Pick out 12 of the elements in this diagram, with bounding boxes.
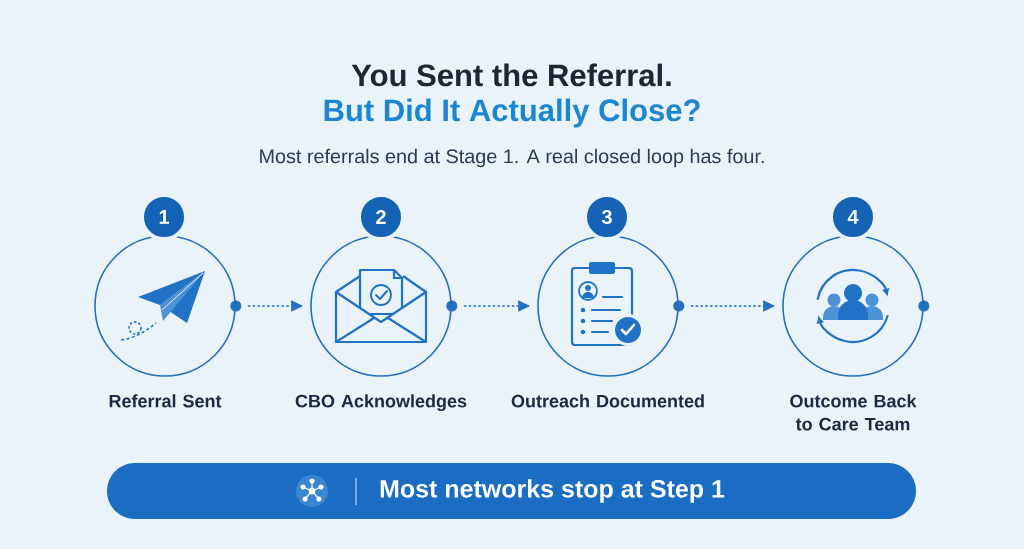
headline: But Did It Actually Close? bbox=[324, 98, 700, 128]
step-circle bbox=[94, 235, 236, 377]
step-circle bbox=[782, 235, 924, 377]
step-label: Referral Sent bbox=[109, 394, 222, 408]
step-circle bbox=[310, 235, 452, 377]
step-label: CBO Acknowledges bbox=[295, 394, 467, 412]
title: You Sent the Referral. bbox=[351, 63, 671, 87]
subtitle: Most referrals end at Stage 1. A real closed loop has four. bbox=[260, 148, 764, 168]
step-label: Outreach Documented bbox=[511, 394, 704, 408]
step-circle bbox=[537, 235, 679, 377]
step-label: Outcome Back to Care Team bbox=[790, 394, 917, 431]
banner: Most networks stop at Step 1 bbox=[107, 463, 916, 519]
